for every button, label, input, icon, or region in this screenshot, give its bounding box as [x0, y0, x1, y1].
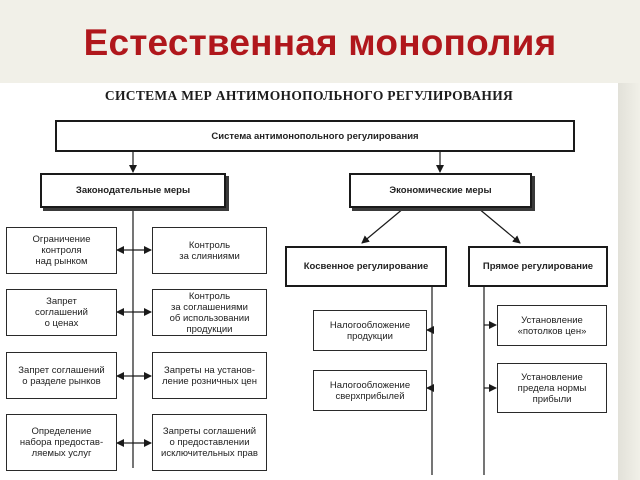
leg-right-item: Контроль за слияниями — [152, 227, 267, 274]
leg-left-item: Ограничение контроля над рынком — [6, 227, 117, 274]
leg-left-item: Запрет соглашений о разделе рынков — [6, 352, 117, 399]
diagram-heading: СИСТЕМА МЕР АНТИМОНОПОЛЬНОГО РЕГУЛИРОВАН… — [104, 88, 514, 103]
leg-right-item: Запреты соглашений о предоставлении искл… — [152, 414, 267, 471]
leg-right-item: Запреты на установ- ление розничных цен — [152, 352, 267, 399]
arrow-econ-to-direct — [477, 207, 521, 244]
slide-title: Естественная монополия — [83, 22, 557, 63]
panel-shadow — [618, 83, 640, 480]
direct-regulation-box: Прямое регулирование — [468, 246, 608, 287]
indirect-item: Налогообложение сверхприбылей — [313, 370, 427, 411]
economic-measures-box: Экономические меры — [349, 173, 532, 208]
leg-right-item: Контроль за соглашениями об использовани… — [152, 289, 267, 336]
direct-item: Установление предела нормы прибыли — [497, 363, 607, 413]
arrow-econ-to-indirect — [361, 207, 405, 244]
indirect-item: Налогообложение продукции — [313, 310, 427, 351]
leg-left-item: Запрет соглашений о ценах — [6, 289, 117, 336]
root-box: Система антимонопольного регулирования — [55, 120, 575, 152]
leg-left-item: Определение набора предостав- ляемых усл… — [6, 414, 117, 471]
legislative-measures-box: Законодательные меры — [40, 173, 226, 208]
indirect-regulation-box: Косвенное регулирование — [285, 246, 447, 287]
direct-item: Установление «потолков цен» — [497, 305, 607, 346]
